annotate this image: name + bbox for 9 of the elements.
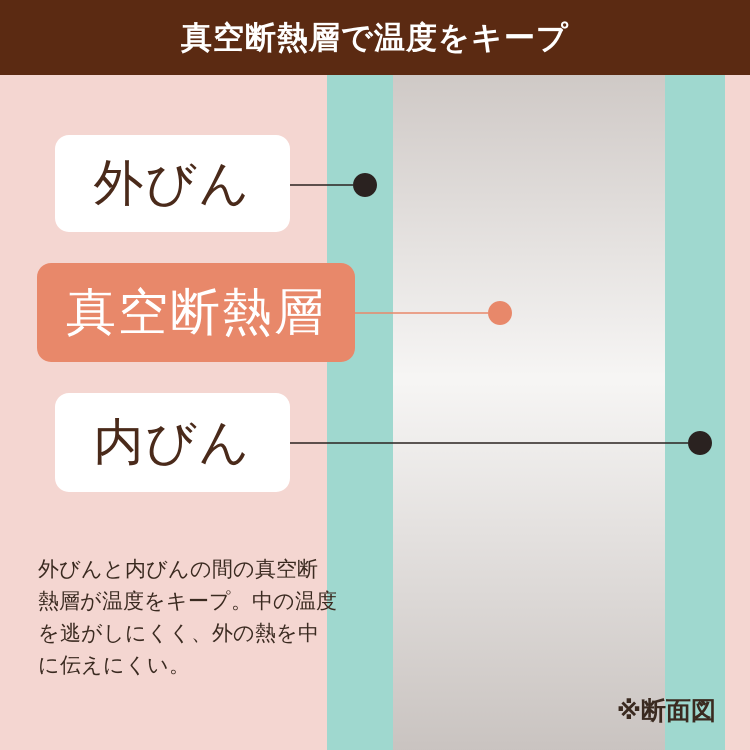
description-text: 外びんと内びんの間の真空断熱層が温度をキープ。中の温度を逃がしにくく、外の熱を中に伝えにくい。 [38, 556, 338, 679]
label-box: 外びん [55, 135, 290, 232]
title-banner: 真空断熱層で温度をキープ [0, 0, 750, 75]
leader-line [290, 442, 688, 444]
note-text: ※断面図 [616, 695, 716, 727]
label-box: 真空断熱層 [37, 263, 355, 362]
leader-line [355, 312, 488, 314]
leader-line [290, 184, 353, 186]
label-box: 内びん [55, 393, 290, 492]
